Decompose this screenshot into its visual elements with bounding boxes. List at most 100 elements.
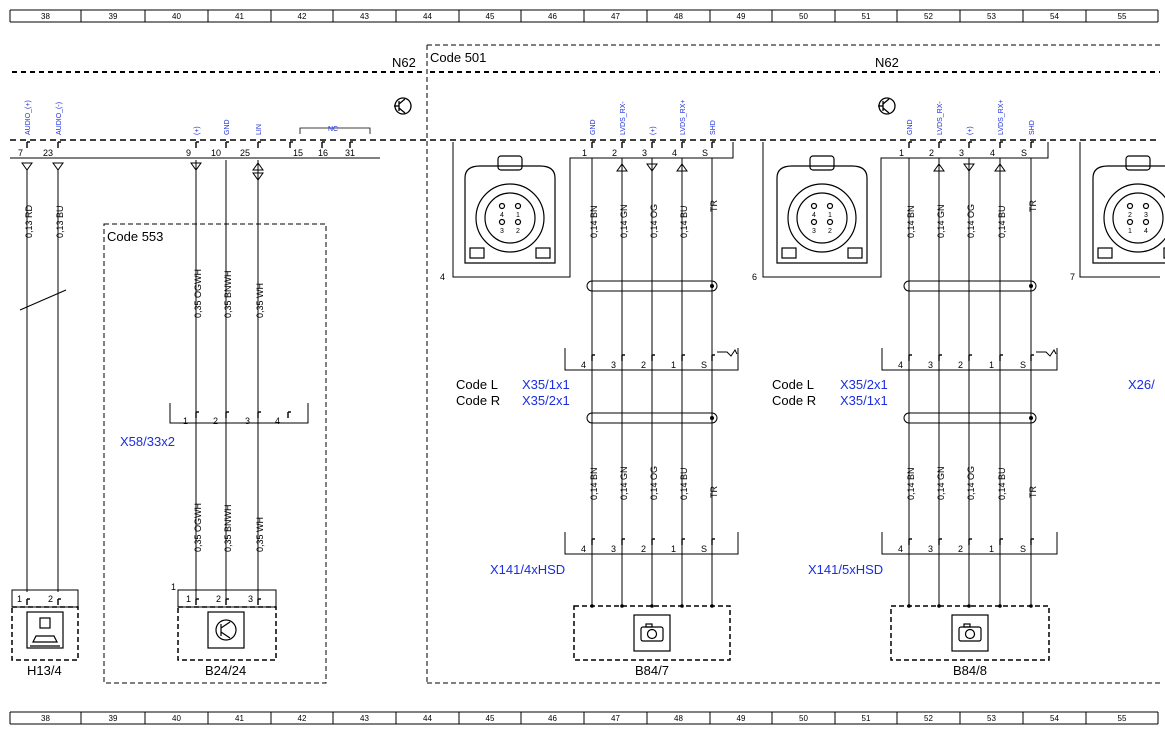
ruler-bottom-label: 41 — [235, 714, 244, 723]
wire-label-553-top: 0,35 OGWH — [193, 269, 203, 318]
cam1-signal-label: SHD — [710, 120, 717, 135]
head-signal-label: AUDIO_(+) — [25, 100, 32, 135]
cam1-camera-pin — [590, 604, 594, 608]
cam1-shield-0 — [586, 280, 718, 292]
cam2-head-pin-number: 4 — [990, 148, 995, 158]
ruler-bottom-label: 44 — [423, 714, 432, 723]
cam1-socket-pin-number: 2 — [516, 228, 520, 235]
nc-bracket — [299, 127, 371, 134]
cam2-head-pin-number: 2 — [929, 148, 934, 158]
ruler-top-label: 44 — [423, 12, 432, 21]
cam2-plug-pin-number: 2 — [958, 544, 963, 554]
b24-label: B24/24 — [205, 663, 246, 678]
cam2-wire-label-top: 0,14 BU — [997, 205, 1007, 238]
cam1-socket-pin-number: 4 — [500, 212, 504, 219]
speaker-icon — [26, 611, 64, 649]
cam2-plug-pin-number: 4 — [898, 544, 903, 554]
cam3-connector-frame — [1079, 142, 1160, 278]
wire-label-553-bottom: 0,35 OGWH — [193, 503, 203, 552]
ruler-bottom-label: 45 — [486, 714, 495, 723]
head-signal-label: AUDIO_(-) — [56, 102, 63, 135]
transistor-icon-2 — [878, 97, 896, 115]
cam2-shield-1 — [903, 412, 1037, 424]
cam2-wire-label-bottom: 0,14 GN — [936, 466, 946, 500]
head-pin-number: 15 — [293, 148, 303, 158]
cam3-socket-pin-number: 2 — [1128, 212, 1132, 219]
head-pin-number: 31 — [345, 148, 355, 158]
cam2-signal-label: LVDS_RX- — [937, 101, 944, 135]
ruler-top-label: 43 — [360, 12, 369, 21]
h13-pin-number: 1 — [17, 594, 22, 604]
cam2-plug-pin-number: 1 — [989, 360, 994, 370]
cam1-socket-pin-number: 1 — [516, 212, 520, 219]
cam2-wire-label-bottom: TR — [1028, 486, 1038, 498]
head-pin-number: 23 — [43, 148, 53, 158]
wire-split-mark — [19, 289, 67, 311]
cam2-x35-l: X35/2x1 — [840, 377, 888, 392]
cam1-code-l: Code L — [456, 377, 498, 392]
ruler-top-label: 45 — [486, 12, 495, 21]
cam2-signal-label: GND — [907, 119, 914, 135]
cam2-wire-label-top: 0,14 GN — [936, 204, 946, 238]
cam2-head-pin-number: 3 — [959, 148, 964, 158]
ruler-bottom-label: 55 — [1118, 714, 1127, 723]
cam1-signal-label: (+) — [650, 126, 657, 135]
cam2-socket-pin-number: 3 — [812, 228, 816, 235]
ruler-bottom-label: 53 — [987, 714, 996, 723]
cam1-signal-label: LVDS_RX- — [620, 101, 627, 135]
ruler-bottom-label: 52 — [924, 714, 933, 723]
ruler-top-label: 55 — [1118, 12, 1127, 21]
ruler-top-label: 38 — [41, 12, 50, 21]
ruler-bottom-label: 48 — [674, 714, 683, 723]
h13-label: H13/4 — [27, 663, 62, 678]
cam2-plug-strip-0 — [881, 348, 1058, 371]
cam2-head-pin-number: S — [1021, 148, 1027, 158]
ruler-top-label: 39 — [109, 12, 118, 21]
cam2-head-pin-number: 1 — [899, 148, 904, 158]
cam1-socket-pin-number: 3 — [500, 228, 504, 235]
cam1-camera-box — [573, 605, 731, 661]
ruler-top-label: 52 — [924, 12, 933, 21]
head-pin-number: 16 — [318, 148, 328, 158]
cam1-plug-pin-number: 2 — [641, 360, 646, 370]
cam1-camera-pin — [680, 604, 684, 608]
cam1-head-pin-number: 4 — [672, 148, 677, 158]
cam3-conn-num: 7 — [1070, 272, 1075, 282]
ruler-top-label: 47 — [611, 12, 620, 21]
cam2-wire-label-top: TR — [1028, 200, 1038, 212]
cam2-plug-pin-number: 2 — [958, 360, 963, 370]
cam2-signal-label: SHD — [1029, 120, 1036, 135]
cam3-x-l: X26/ — [1128, 377, 1155, 392]
cam1-camera-pin — [710, 604, 714, 608]
cam1-connector-frame — [452, 142, 734, 278]
cam2-wire-label-top: 0,14 BN — [906, 205, 916, 238]
x58-label: X58/33x2 — [120, 434, 175, 449]
ruler-bottom-label: 42 — [298, 714, 307, 723]
head-signal-label: (+) — [194, 126, 201, 135]
cam2-b84: B84/8 — [953, 663, 987, 678]
h13-pin-number: 2 — [48, 594, 53, 604]
cam1-head-pin-number: 3 — [642, 148, 647, 158]
cam1-wire-label-top: TR — [709, 200, 719, 212]
ruler-top-label: 42 — [298, 12, 307, 21]
cam1-wire-label-top: 0,14 BN — [589, 205, 599, 238]
cam1-wire-label-top: 0,14 OG — [649, 204, 659, 238]
wire-arrow — [21, 162, 33, 171]
head-pin-number: 9 — [186, 148, 191, 158]
cam1-wire-label-bottom: 0,14 GN — [619, 466, 629, 500]
cam2-code-r: Code R — [772, 393, 816, 408]
cam1-shield-dot — [710, 284, 714, 288]
cam1-head-pin-number: 1 — [582, 148, 587, 158]
cam2-camera-box — [890, 605, 1050, 661]
cam2-plug-pin-number: 3 — [928, 544, 933, 554]
code501-region — [426, 44, 1160, 684]
cam2-camera-pin — [967, 604, 971, 608]
ruler-top-label: 40 — [172, 12, 181, 21]
cam1-plug-pin-number: S — [701, 360, 707, 370]
cam1-camera-icon — [633, 614, 671, 652]
head-signal-label: GND — [224, 119, 231, 135]
ruler-bottom-label: 39 — [109, 714, 118, 723]
